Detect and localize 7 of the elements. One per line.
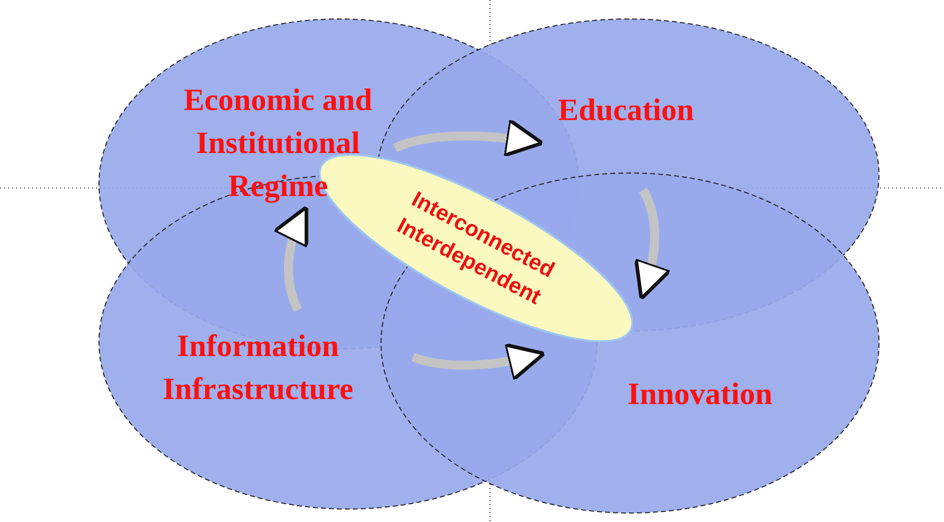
region-label: Education [556, 91, 696, 129]
curved-arrow [634, 188, 672, 301]
region-label: Innovation [626, 375, 774, 413]
curved-arrow [393, 118, 544, 158]
curved-arrow [412, 342, 546, 382]
curved-arrow [272, 205, 310, 312]
region-label: Information Infrastructure [162, 327, 354, 408]
